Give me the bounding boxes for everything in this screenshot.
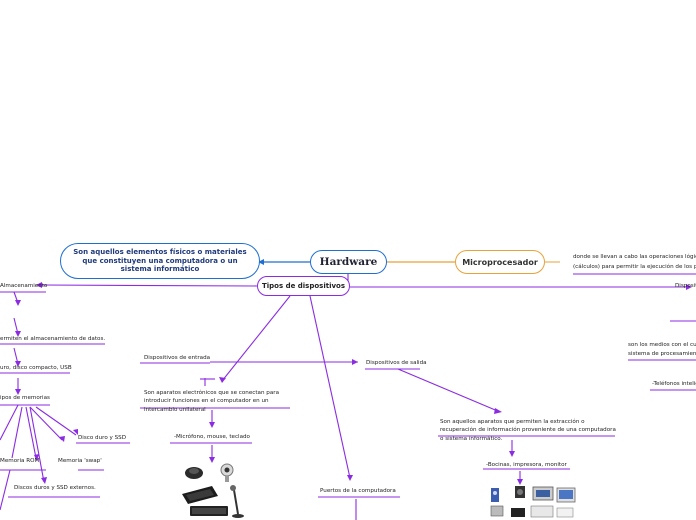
dispositivos-right-topic[interactable]: Disposit: [675, 283, 696, 289]
tipos-dispositivos-node[interactable]: Tipos de dispositivos: [257, 276, 350, 296]
memoria-swap-topic[interactable]: Memoria 'swap': [58, 458, 102, 464]
dispositivos-entrada-topic[interactable]: Dispositivos de entrada: [144, 355, 211, 361]
puertos-topic[interactable]: Puertos de la computadora: [320, 488, 396, 494]
definition-label: Son aquellos elementos físicos o materia…: [73, 247, 247, 274]
almacenamiento-topic[interactable]: Almacenamiento: [0, 283, 48, 289]
discos-externos-topic[interactable]: Discos duros y SSD externos.: [14, 485, 96, 491]
entrada-examples: -Micrófono, mouse, teclado: [174, 434, 250, 440]
hardware-root-node[interactable]: Hardware: [310, 250, 387, 274]
microprocesador-desc-line2: (cálculos) para permitir la ejecución de…: [573, 264, 696, 270]
microprocesador-desc-line1: donde se llevan a cabo las operaciones l…: [573, 254, 696, 260]
comunicacion-desc-line2: sistema de procesamien: [628, 351, 696, 357]
salida-examples: -Bocinas, impresora, monitor: [486, 462, 567, 468]
almacenamiento-desc: ermiten el almacenamiento de datos.: [0, 336, 106, 342]
definition-node[interactable]: Son aquellos elementos físicos o materia…: [60, 243, 260, 279]
memoria-rom-topic[interactable]: Memoria ROM: [0, 458, 40, 464]
telefonos-topic: -Teléfonos intelig: [652, 381, 696, 387]
microprocesador-node[interactable]: Microprocesador: [455, 250, 545, 274]
microprocesador-label: Microprocesador: [462, 257, 538, 267]
salida-desc: Son aquellos aparatos que permiten la ex…: [440, 419, 616, 442]
tipos-dispositivos-label: Tipos de dispositivos: [261, 282, 346, 290]
comunicacion-desc-line1: son los medios con el cu: [628, 342, 696, 348]
input-devices-image: [182, 463, 244, 518]
almacenamiento-examples: uro, disco compacto, USB: [0, 365, 72, 371]
tipos-memorias-topic[interactable]: ipos de memorias: [0, 395, 50, 401]
hardware-root-label: Hardware: [319, 256, 378, 268]
dispositivos-salida-topic[interactable]: Dispositivos de salida: [366, 360, 427, 366]
output-devices-image: [490, 486, 576, 518]
entrada-desc: Son aparatos electrónicos que se conecta…: [144, 390, 279, 413]
disco-ssd-topic[interactable]: Disco duro y SSD: [78, 435, 127, 441]
